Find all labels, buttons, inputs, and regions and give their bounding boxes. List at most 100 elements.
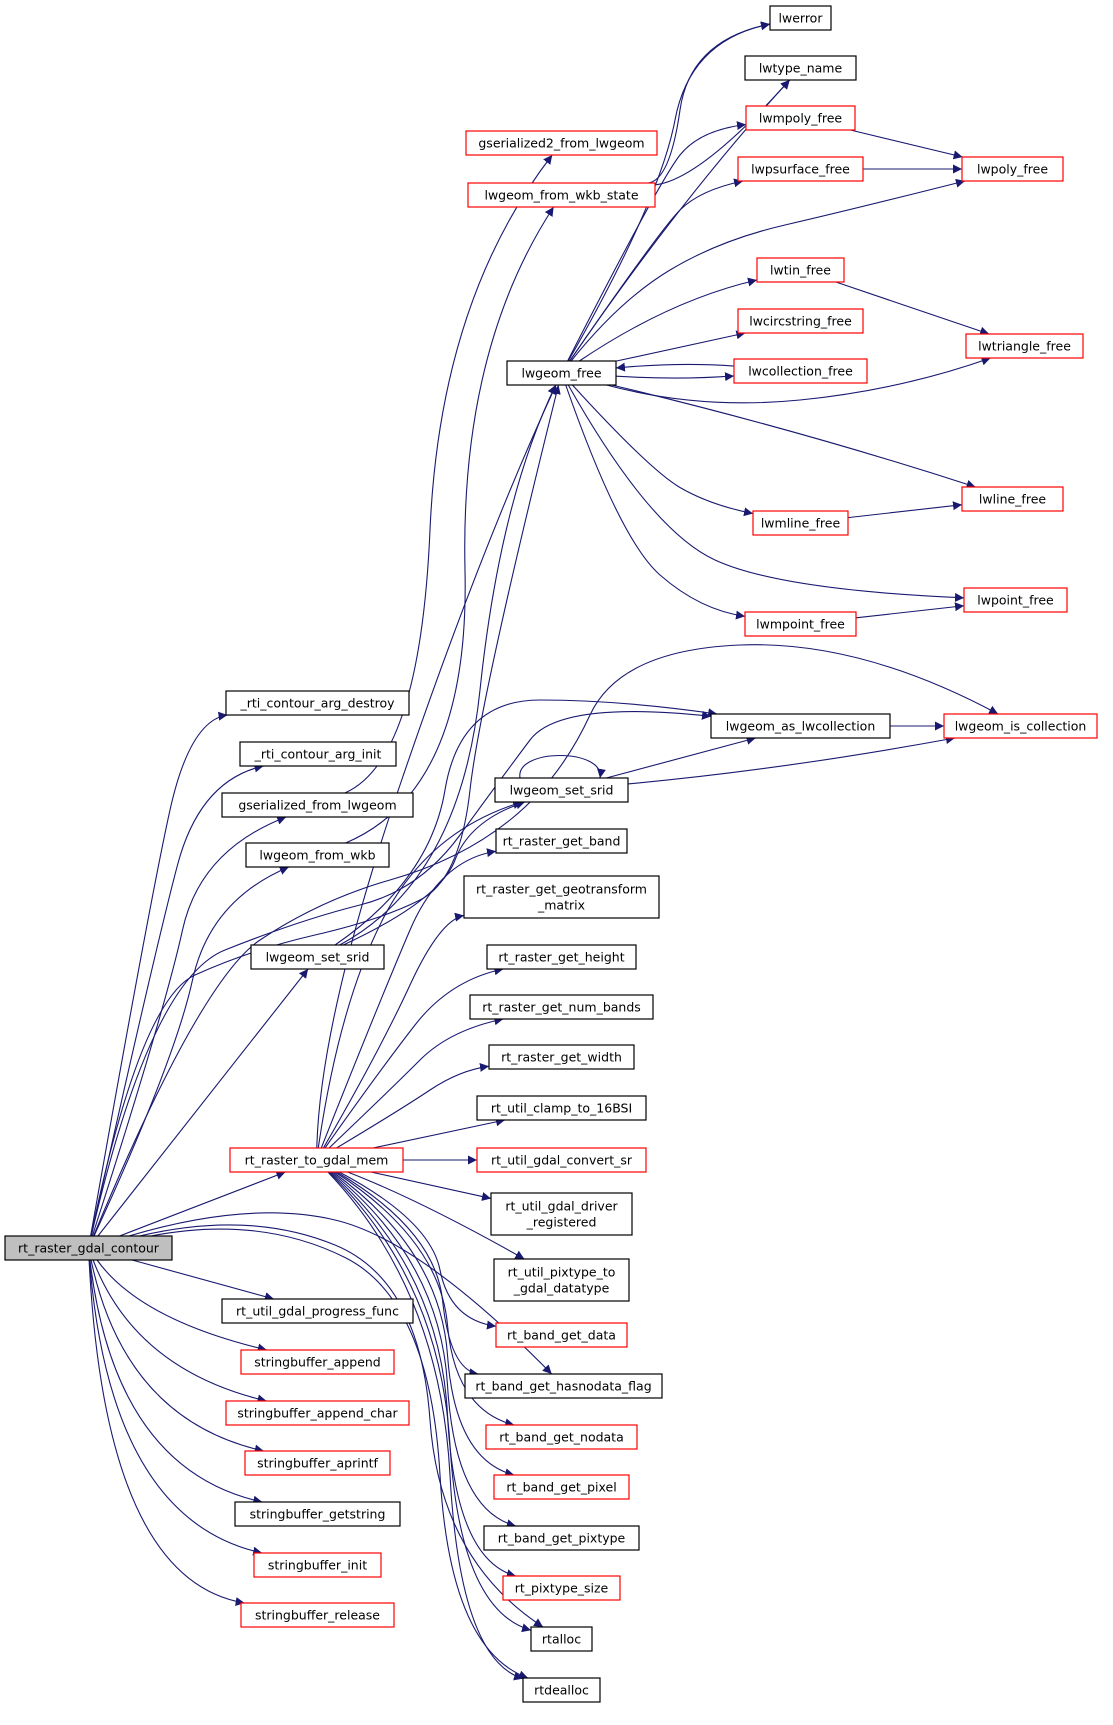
- node-label: lwgeom_set_srid: [266, 950, 370, 965]
- call-edge-n_lwgeom_set_srid_l-to-n_lwgeom_set_srid_r: [343, 800, 526, 946]
- function-node-destroy[interactable]: _rti_contour_arg_destroy: [225, 690, 410, 716]
- call-edge-n_lwgeom_free-to-n_lwerror: [567, 21, 771, 362]
- function-node-pixtype_size[interactable]: rt_pixtype_size: [502, 1575, 621, 1601]
- function-node-lwline_free[interactable]: lwline_free: [961, 486, 1064, 512]
- node-label: rt_band_get_nodata: [499, 1430, 624, 1445]
- function-node-sb_getstring[interactable]: stringbuffer_getstring: [234, 1501, 401, 1527]
- node-box: [744, 611, 857, 637]
- function-node-driver_reg[interactable]: rt_util_gdal_driver_registered: [490, 1192, 633, 1236]
- call-edge-n_lwgeom_set_srid_r-to-n_lwgeom_is_collection: [627, 735, 956, 785]
- function-node-lwgeom_set_srid_r[interactable]: lwgeom_set_srid: [494, 777, 629, 803]
- node-label: rt_raster_gdal_contour: [18, 1241, 160, 1256]
- node-label: lwpoly_free: [977, 162, 1048, 177]
- function-node-sb_append[interactable]: stringbuffer_append: [240, 1349, 395, 1375]
- node-box: [488, 1044, 635, 1070]
- node-box: [225, 690, 410, 716]
- call-edge-n_rt_raster_to_gdal_mem-to-n_get_height: [324, 966, 504, 1149]
- function-node-geotransform[interactable]: rt_raster_get_geotransform_matrix: [463, 875, 660, 919]
- function-node-hasnodata[interactable]: rt_band_get_hasnodata_flag: [464, 1373, 663, 1399]
- node-label: lwgeom_from_wkb: [259, 848, 375, 863]
- node-label: _rti_contour_arg_destroy: [239, 696, 395, 711]
- function-node-progress[interactable]: rt_util_gdal_progress_func: [221, 1298, 414, 1324]
- node-box: [476, 1095, 647, 1121]
- node-box: [495, 1322, 628, 1348]
- node-label: rt_band_get_pixtype: [498, 1531, 626, 1546]
- node-box: [240, 1602, 395, 1628]
- node-box: [221, 1298, 414, 1324]
- node-label: rt_util_clamp_to_16BSI: [491, 1101, 632, 1116]
- function-node-lwpoly_free[interactable]: lwpoly_free: [961, 156, 1064, 182]
- node-label: lwerror: [779, 11, 824, 26]
- function-node-gser_from_lwgeom[interactable]: gserialized_from_lwgeom: [221, 792, 414, 818]
- function-node-clamp[interactable]: rt_util_clamp_to_16BSI: [476, 1095, 647, 1121]
- function-node-init[interactable]: _rti_contour_arg_init: [239, 741, 397, 767]
- function-node-get_num_bands[interactable]: rt_raster_get_num_bands: [469, 994, 654, 1020]
- node-label: gserialized2_from_lwgeom: [478, 136, 644, 151]
- function-node-band_get_data[interactable]: rt_band_get_data: [495, 1322, 628, 1348]
- call-edge-root-to-n_rt_raster_to_gdal_mem: [119, 1171, 286, 1237]
- node-label: rt_util_pixtype_to: [508, 1265, 616, 1280]
- function-node-lwgeom_from_wkb[interactable]: lwgeom_from_wkb: [245, 842, 390, 868]
- function-node-get_band[interactable]: rt_raster_get_band: [495, 828, 628, 854]
- function-node-lwmpoly_free[interactable]: lwmpoly_free: [745, 105, 856, 131]
- node-box: [463, 875, 660, 919]
- function-node-rtalloc[interactable]: rtalloc: [530, 1626, 593, 1652]
- function-node-lwgeom_is_collection[interactable]: lwgeom_is_collection: [943, 713, 1098, 739]
- node-box: [961, 486, 1064, 512]
- function-node-convert_sr[interactable]: rt_util_gdal_convert_sr: [476, 1147, 647, 1173]
- node-box: [229, 1147, 404, 1173]
- function-node-lwerror[interactable]: lwerror: [769, 5, 832, 31]
- node-box: [961, 156, 1064, 182]
- node-box: [493, 1258, 630, 1302]
- function-node-lwgeom_free[interactable]: lwgeom_free: [506, 360, 617, 386]
- node-label: lwtriangle_free: [978, 339, 1071, 354]
- function-node-sb_append_char[interactable]: stringbuffer_append_char: [225, 1400, 410, 1426]
- node-box: [495, 828, 628, 854]
- function-node-lwgeom_as_lwcollection[interactable]: lwgeom_as_lwcollection: [710, 713, 891, 739]
- function-node-nodata[interactable]: rt_band_get_nodata: [485, 1424, 638, 1450]
- node-box: [530, 1626, 593, 1652]
- node-box: [490, 1192, 633, 1236]
- node-box: [234, 1501, 401, 1527]
- function-node-pixtype[interactable]: rt_band_get_pixtype: [483, 1525, 640, 1551]
- function-node-lwmline_free[interactable]: lwmline_free: [752, 510, 849, 536]
- function-node-sb_aprintf[interactable]: stringbuffer_aprintf: [244, 1450, 391, 1476]
- function-node-get_width[interactable]: rt_raster_get_width: [488, 1044, 635, 1070]
- function-node-lwpoint_free[interactable]: lwpoint_free: [963, 587, 1068, 613]
- function-node-sb_init[interactable]: stringbuffer_init: [253, 1552, 382, 1578]
- function-node-wkb_state[interactable]: lwgeom_from_wkb_state: [467, 182, 656, 208]
- function-node-pixel[interactable]: rt_band_get_pixel: [493, 1474, 630, 1500]
- node-label: lwline_free: [979, 492, 1046, 507]
- call-edge-n_lwcollection_free-to-n_lwgeom_free: [615, 362, 735, 372]
- function-node-rtdealloc[interactable]: rtdealloc: [522, 1677, 601, 1703]
- call-edge-root-to-n_lwgeom_free: [90, 384, 561, 1237]
- node-box: [522, 1677, 601, 1703]
- call-edge-n_lwgeom_free-to-n_lwmpoly_free: [567, 121, 747, 362]
- function-node-gser2[interactable]: gserialized2_from_lwgeom: [465, 130, 658, 156]
- function-node-get_height[interactable]: rt_raster_get_height: [486, 944, 637, 970]
- node-label: rt_band_get_data: [507, 1328, 616, 1343]
- call-edge-n_rt_raster_to_gdal_mem-to-n_geotransform: [322, 912, 465, 1149]
- function-node-pixtype_to[interactable]: rt_util_pixtype_to_gdal_datatype: [493, 1258, 630, 1302]
- function-node-lwgeom_set_srid_l[interactable]: lwgeom_set_srid: [250, 944, 385, 970]
- node-label: stringbuffer_append_char: [237, 1406, 398, 1421]
- function-node-lwtin_free[interactable]: lwtin_free: [756, 257, 845, 283]
- function-node-lwtype_name[interactable]: lwtype_name: [744, 55, 857, 81]
- function-node-rt_raster_to_gdal_mem[interactable]: rt_raster_to_gdal_mem: [229, 1147, 404, 1173]
- function-node-lwcollection_free[interactable]: lwcollection_free: [733, 358, 868, 384]
- node-label: lwgeom_from_wkb_state: [484, 188, 638, 203]
- call-edge-root-to-n_sb_getstring: [89, 1259, 263, 1505]
- node-box: [493, 1474, 630, 1500]
- call-edge-root-to-n_sb_aprintf: [90, 1259, 264, 1454]
- function-node-sb_release[interactable]: stringbuffer_release: [240, 1602, 395, 1628]
- function-node-lwmpoint_free[interactable]: lwmpoint_free: [744, 611, 857, 637]
- function-node-lwtriangle_free[interactable]: lwtriangle_free: [965, 333, 1084, 359]
- node-label: rt_raster_get_num_bands: [482, 1000, 641, 1015]
- node-box: [494, 777, 629, 803]
- function-node-lwpsurface_free[interactable]: lwpsurface_free: [737, 156, 864, 182]
- function-node-lwcircstring_free[interactable]: lwcircstring_free: [737, 308, 864, 334]
- call-edge-root-to-n_lwgeom_is_collection: [92, 644, 999, 1237]
- function-node-root[interactable]: rt_raster_gdal_contour: [4, 1235, 173, 1261]
- node-label: lwgeom_free: [521, 366, 601, 381]
- node-box: [4, 1235, 173, 1261]
